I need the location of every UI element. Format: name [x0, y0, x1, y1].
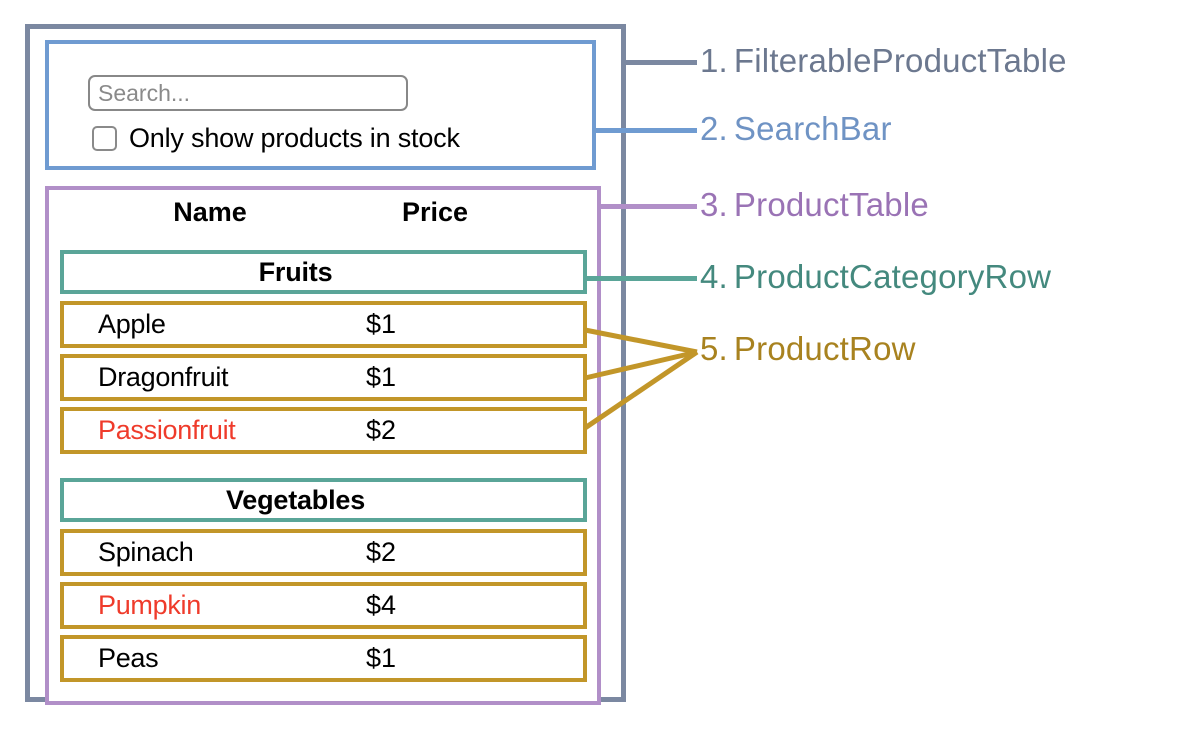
callout-label-filterable-product-table: 1.FilterableProductTable	[700, 42, 1067, 80]
product-row: Peas $1	[60, 635, 587, 682]
column-header-name: Name	[173, 197, 247, 227]
product-row: Spinach $2	[60, 529, 587, 576]
callout-number-2: 2.	[700, 110, 728, 147]
product-table-header: Name Price	[60, 197, 585, 241]
callout-text-2: SearchBar	[733, 110, 892, 147]
product-row: Pumpkin $4	[60, 582, 587, 629]
product-category-row: Vegetables	[60, 478, 587, 522]
product-name: Apple	[98, 309, 166, 339]
callout-connector-1	[625, 60, 697, 65]
product-row: Passionfruit $2	[60, 407, 587, 454]
product-row: Apple $1	[60, 301, 587, 348]
in-stock-filter-row[interactable]: Only show products in stock	[92, 123, 460, 154]
product-price: $1	[366, 643, 397, 673]
product-price: $1	[366, 362, 397, 392]
group-spacer	[60, 460, 587, 478]
column-header-price: Price	[401, 197, 469, 227]
product-name: Peas	[98, 643, 159, 673]
product-category-row: Fruits	[60, 250, 587, 294]
callout-label-product-row: 5.ProductRow	[700, 330, 916, 368]
callout-label-product-category-row: 4.ProductCategoryRow	[700, 258, 1051, 296]
product-row: Dragonfruit $1	[60, 354, 587, 401]
callout-connector-3	[598, 204, 697, 209]
callout-number-3: 3.	[700, 186, 728, 223]
product-name: Spinach	[98, 537, 194, 567]
callout-label-product-table: 3.ProductTable	[700, 186, 929, 224]
in-stock-checkbox-label: Only show products in stock	[129, 123, 460, 153]
product-price: $2	[366, 415, 397, 445]
callout-number-4: 4.	[700, 258, 728, 295]
product-price: $2	[366, 537, 397, 567]
callout-text-4: ProductCategoryRow	[733, 258, 1052, 295]
callout-text-5: ProductRow	[733, 330, 916, 367]
product-name: Passionfruit	[98, 415, 236, 445]
callout-connector-5	[583, 327, 699, 431]
product-category-label: Vegetables	[225, 484, 366, 515]
callout-label-search-bar: 2.SearchBar	[700, 110, 892, 148]
callout-number-5: 5.	[700, 330, 728, 367]
callout-text-3: ProductTable	[733, 186, 929, 223]
product-category-label: Fruits	[258, 256, 333, 287]
callout-connector-2	[596, 128, 697, 133]
product-name: Dragonfruit	[98, 362, 229, 392]
product-table-rows: Fruits Apple $1 Dragonfruit $1 Passionfr…	[60, 250, 587, 688]
product-name: Pumpkin	[98, 590, 201, 620]
callout-connector-4	[585, 276, 697, 281]
product-price: $4	[366, 590, 397, 620]
product-price: $1	[366, 309, 397, 339]
in-stock-checkbox[interactable]	[92, 126, 117, 151]
callout-number-1: 1.	[700, 42, 728, 79]
callout-text-1: FilterableProductTable	[733, 42, 1067, 79]
search-input[interactable]	[88, 75, 408, 111]
